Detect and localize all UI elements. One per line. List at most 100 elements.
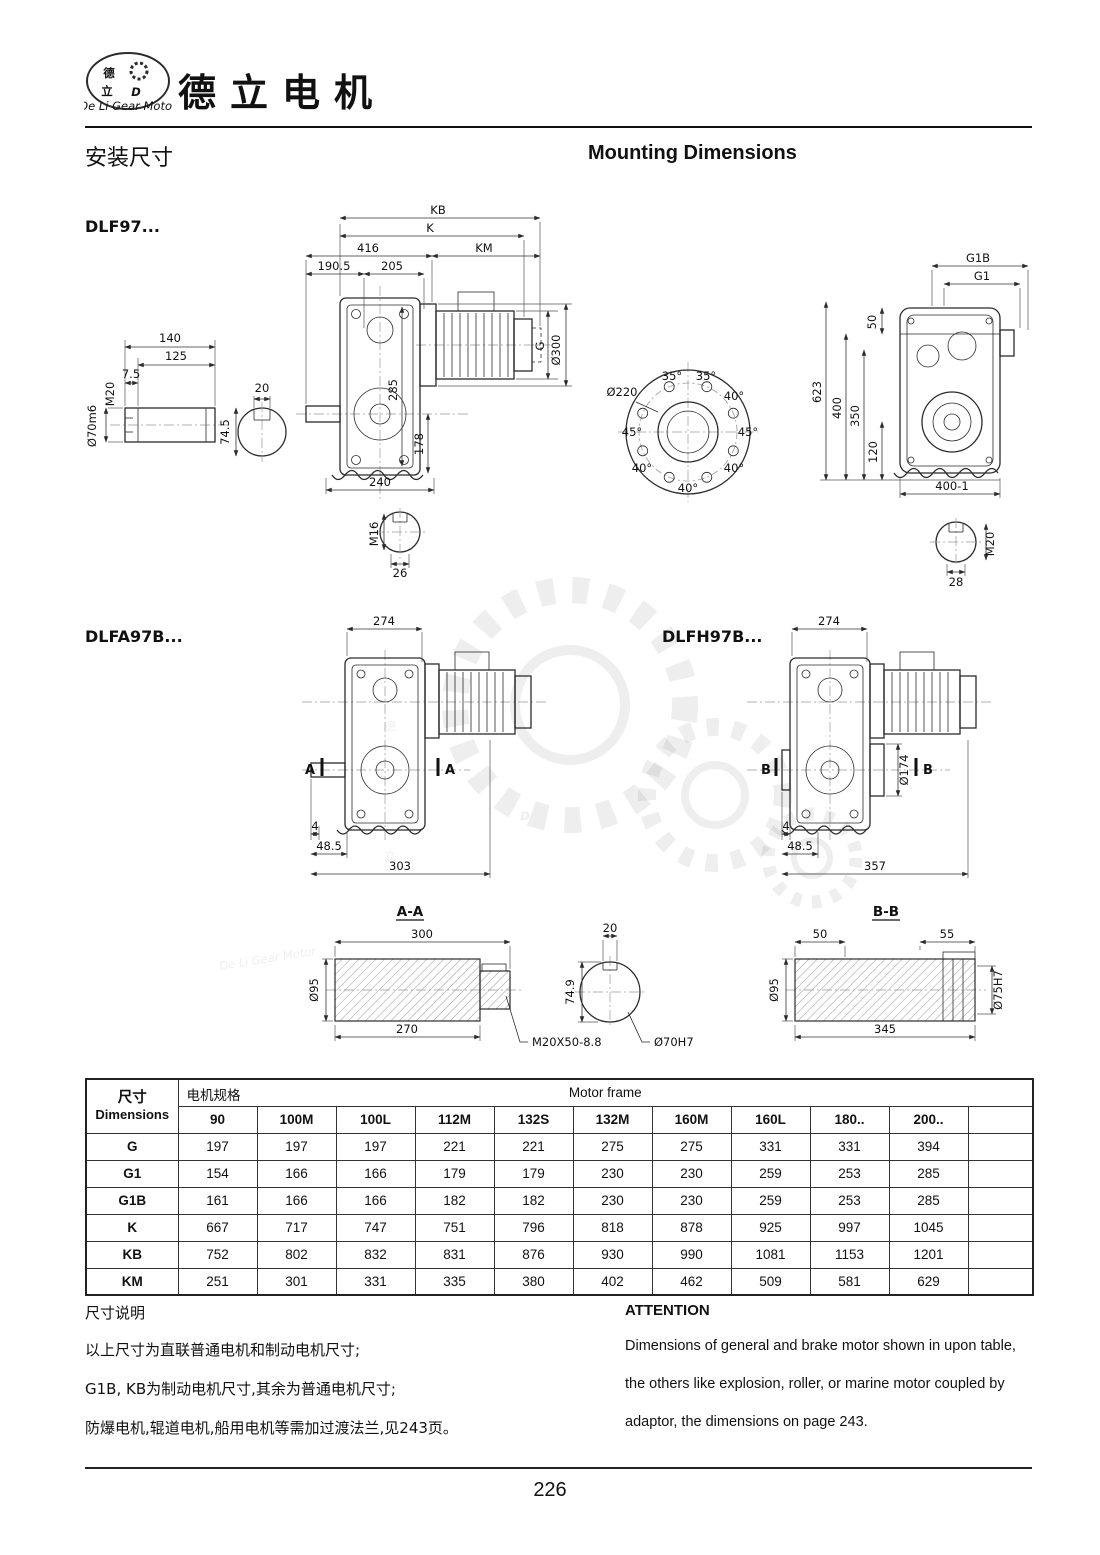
dim-label: 20 [603,921,618,935]
dim-value: 182 [414,1186,495,1215]
dim-value: 802 [256,1240,337,1269]
logo-char-2: 立 [101,84,113,98]
section-b-b [782,919,996,1041]
dim-label: 55 [940,927,955,941]
note-line: the others like explosion, roller, or ma… [625,1376,1005,1393]
dim-value: 876 [493,1240,574,1269]
dim-value: 990 [651,1240,732,1269]
section-title-en: Mounting Dimensions [588,142,797,164]
notes-en-lines: Dimensions of general and brake motor sh… [625,1336,1045,1433]
dim-value: 752 [177,1240,258,1269]
dim-label: 40° [678,481,698,495]
dim-value: 1045 [888,1213,969,1242]
column-header: 160L [730,1105,811,1134]
empty-cell [967,1159,1034,1188]
dim-value: 930 [572,1240,653,1269]
dim-value: 197 [335,1132,416,1161]
dim-value: 275 [572,1132,653,1161]
dim-value: 230 [651,1186,732,1215]
gearmotor-side-view [296,215,572,568]
dim-label: 303 [389,859,411,873]
dim-label: KM [475,241,492,255]
column-header: 200.. [888,1105,969,1134]
dim-label: 45° [738,425,758,439]
dim-label: 125 [165,349,187,363]
dim-label: 400 [830,397,844,419]
row-label: G1 [85,1159,179,1188]
dim-label: G [533,342,547,351]
dim-label: 274 [373,614,395,628]
dim-label: 205 [381,259,403,273]
note-line: adaptor, the dimensions on page 243. [625,1414,868,1431]
dim-label: 4 [782,819,789,833]
dim-label: KB [430,203,446,217]
dim-value: 221 [493,1132,574,1161]
dim-value: 251 [177,1267,258,1296]
dim-label: Ø70H7 [654,1035,694,1049]
dim-label: B [923,763,933,778]
dim-label: 120 [866,441,880,463]
column-header: 132M [572,1105,653,1134]
drawing-label: DLFH97B... [662,627,763,646]
rear-view [820,263,1029,576]
dim-value: 166 [256,1186,337,1215]
dim-value: 259 [730,1186,811,1215]
dim-value: 402 [572,1267,653,1296]
dim-value: 285 [888,1186,969,1215]
dim-value: 301 [256,1267,337,1296]
dlfa97b-view [302,626,548,878]
dim-label: 270 [396,1022,418,1036]
row-label: KB [85,1240,179,1269]
dimensions-header-cell: 尺寸 Dimensions [85,1078,179,1134]
dim-value: 878 [651,1213,732,1242]
dim-value: 997 [809,1213,890,1242]
footer-rule [85,1467,1032,1469]
dim-value: 667 [177,1213,258,1242]
column-header: 132S [493,1105,574,1134]
brand-title: 德立电机 [178,71,387,115]
dim-label: G1B [966,251,990,265]
note-line: 防爆电机,辊道电机,船用电机等需加过渡法兰,见243页。 [85,1418,458,1437]
brand-logo-icon: 德 立 D De Li Gear Motor [79,52,178,113]
dim-value: 331 [809,1132,890,1161]
dim-label: 345 [874,1022,896,1036]
dim-value: 253 [809,1159,890,1188]
dim-value: 925 [730,1213,811,1242]
column-header-empty [967,1105,1034,1134]
dim-value: 629 [888,1267,969,1296]
section-title-cn: 安装尺寸 [85,146,174,171]
column-header: 100M [256,1105,337,1134]
notes-cn: 尺寸说明 以上尺寸为直联普通电机和制动电机尺寸;G1B, KB为制动电机尺寸,其… [85,1302,575,1456]
drawing-dlf97: DLF97...1401257.5M20Ø70m62074.5KBK416KM1… [85,203,1029,589]
column-header: 90 [177,1105,258,1134]
dim-label: 48.5 [316,839,342,853]
dim-value: 230 [572,1186,653,1215]
dim-label: 623 [810,381,824,403]
dim-label: 357 [864,859,886,873]
dim-value: 161 [177,1186,258,1215]
dim-value: 831 [414,1240,495,1269]
dim-value: 747 [335,1213,416,1242]
dim-value: 166 [256,1159,337,1188]
dim-value: 230 [572,1159,653,1188]
dim-label: Ø75H7 [991,970,1005,1010]
dim-label: M20 [983,532,997,557]
dim-value: 335 [414,1267,495,1296]
dim-label: 20 [255,381,270,395]
section-label: A-A [397,904,424,920]
empty-cell [967,1132,1034,1161]
brand-logo: 德 立 D De Li Gear Motor [79,50,178,121]
section-a-a [322,919,528,1043]
dim-label: 45° [622,425,642,439]
dim-value: 462 [651,1267,732,1296]
dim-label: 350 [848,405,862,427]
column-header: 112M [414,1105,495,1134]
dim-value: 751 [414,1213,495,1242]
page-number: 226 [533,1479,567,1501]
